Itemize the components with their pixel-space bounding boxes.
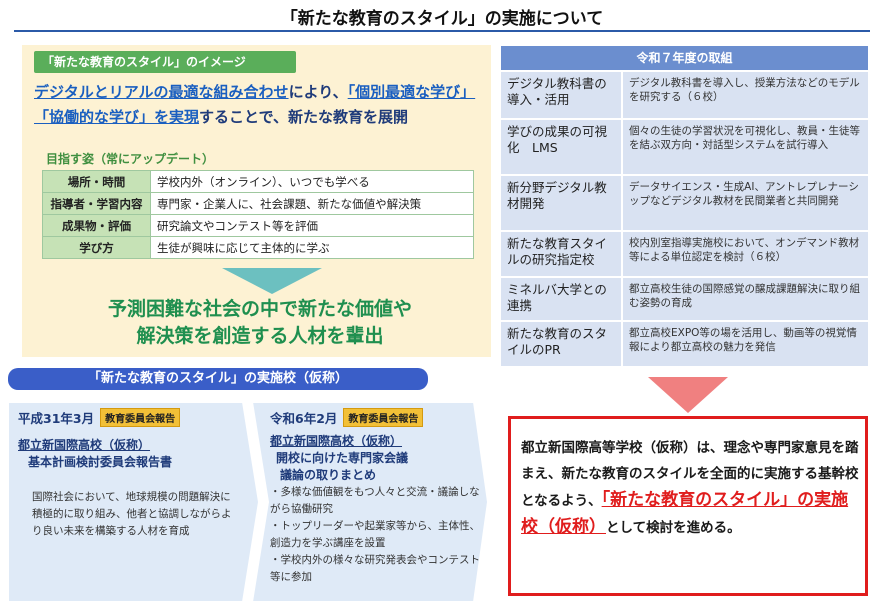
r7-row: デジタル教科書の導入・活用デジタル教科書を導入し、授業方法などのモデルを研究する… <box>501 72 868 120</box>
aim-value: 生徒が興味に応じて主体的に学ぶ <box>150 236 474 259</box>
lead-part-3: 「個別最適な学び」「協働的な学び」を実現 <box>34 83 476 126</box>
aim-head: 指導者・学習内容 <box>42 192 151 215</box>
aim-label: 目指す姿（常にアップデート） <box>46 152 215 166</box>
lead-part-4: することで、新たな教育を展開 <box>199 108 408 126</box>
r7-item: ミネルバ大学との連携 <box>501 278 623 320</box>
r7-item: 新分野デジタル教材開発 <box>501 176 623 230</box>
col1-date: 平成31年3月 <box>18 411 95 426</box>
image-tag: 「新たな教育のスタイル」のイメージ <box>34 51 296 73</box>
r7-item: 新たな教育スタイルの研究指定校 <box>501 232 623 276</box>
conclusion-part-1: 都立新国際高等学校（仮称）は、理念や専門家意見を踏まえ、新たな教育のスタイルを全… <box>521 440 859 509</box>
r7-desc: 都立高校生徒の国際感覚の醸成課題解決に取り組む姿勢の育成 <box>629 283 860 309</box>
r7-desc: データサイエンス・生成AI、アントレプレナーシップなどデジタル教材を民間業者と共… <box>629 181 859 207</box>
image-lead: デジタルとリアルの最適な組み合わせにより、「個別最適な学び」「協働的な学び」を実… <box>34 80 484 130</box>
col2-bullet: ・多様な価値観をもつ人々と交流・議論しながら協働研究 <box>270 486 480 515</box>
r7-item: デジタル教科書の導入・活用 <box>501 72 623 118</box>
aim-value: 研究論文やコンテスト等を評価 <box>150 214 474 237</box>
lead-part-1: デジタルとリアルの最適な組み合わせ <box>34 83 289 101</box>
r7-desc: デジタル教科書を導入し、授業方法などのモデルを研究する（６校） <box>629 77 860 103</box>
col1-title-1: 都立新国際高校（仮称） <box>18 438 151 452</box>
aim-row: 学び方生徒が興味に応じて主体的に学ぶ <box>42 236 474 259</box>
r7-desc: 個々の生徒の学習状況を可視化し、教員・生徒等を結ぶ双方向・対話型システムを試行導… <box>629 125 860 151</box>
result-line-1: 予測困難な社会の中で新たな価値や <box>107 298 412 320</box>
conclusion-text: 都立新国際高等学校（仮称）は、理念や専門家意見を踏まえ、新たな教育のスタイルを全… <box>521 435 859 541</box>
col1-badge: 教育委員会報告 <box>100 408 181 427</box>
col2-title-2: 開校に向けた専門家会議 <box>276 451 409 465</box>
col1: 平成31年3月 教育委員会報告 都立新国際高校（仮称） 基本計画検討委員会報告書… <box>18 408 248 540</box>
r7-row: 新たな教育スタイルの研究指定校校内別室指導実施校において、オンデマンド教材等によ… <box>501 232 868 278</box>
result-line-2: 解決策を創造する人材を輩出 <box>136 325 384 347</box>
page-title: 「新たな教育のスタイル」の実施について <box>280 9 604 29</box>
aim-head: 成果物・評価 <box>42 214 151 237</box>
aim-head: 場所・時間 <box>42 170 151 193</box>
col2-title-1: 都立新国際高校（仮称） <box>270 434 403 448</box>
r7-item: 新たな教育のスタイルのPR <box>501 322 623 366</box>
col1-title-2: 基本計画検討委員会報告書 <box>28 455 173 469</box>
down-arrow-icon <box>648 377 728 413</box>
col2-date: 令和6年2月 <box>270 411 338 426</box>
aim-value: 専門家・企業人に、社会課題、新たな価値や解決策 <box>150 192 474 215</box>
aim-table: 場所・時間学校内外（オンライン）、いつでも学べる 指導者・学習内容専門家・企業人… <box>42 170 474 259</box>
conclusion-highlight: 「新たな教育のスタイル」の実施校（仮称） <box>521 490 849 537</box>
aim-value: 学校内外（オンライン）、いつでも学べる <box>150 170 474 193</box>
r7-row: ミネルバ大学との連携都立高校生徒の国際感覚の醸成課題解決に取り組む姿勢の育成 <box>501 278 868 322</box>
aim-row: 場所・時間学校内外（オンライン）、いつでも学べる <box>42 170 474 193</box>
col1-body: 国際社会において、地球規模の問題解決に積極的に取り組み、他者と協調しながらより良… <box>32 491 232 537</box>
col2-badge: 教育委員会報告 <box>343 408 424 427</box>
col2-bullet: ・トップリーダーや起業家等から、主体性、創造力を学ぶ講座を設置 <box>270 520 480 549</box>
r7-desc: 校内別室指導実施校において、オンデマンド教材等による単位認定を検討（６校） <box>629 237 860 263</box>
col2: 令和6年2月 教育委員会報告 都立新国際高校（仮称） 開校に向けた専門家会議 議… <box>270 408 482 586</box>
aim-row: 指導者・学習内容専門家・企業人に、社会課題、新たな価値や解決策 <box>42 192 474 215</box>
result-text: 予測困難な社会の中で新たな価値や 解決策を創造する人材を輩出 <box>40 296 480 350</box>
r7-desc: 都立高校EXPO等の場を活用し、動画等の視覚情報により都立高校の魅力を発信 <box>629 327 857 353</box>
down-arrow-icon <box>222 268 322 294</box>
r7-table: デジタル教科書の導入・活用デジタル教科書を導入し、授業方法などのモデルを研究する… <box>501 72 868 368</box>
col2-bullet: ・学校内外の様々な研究発表会やコンテスト等に参加 <box>270 554 480 583</box>
r7-item: 学びの成果の可視化 LMS <box>501 120 623 174</box>
lead-part-2: により、 <box>288 83 348 101</box>
r7-row: 新分野デジタル教材開発データサイエンス・生成AI、アントレプレナーシップなどデジ… <box>501 176 868 232</box>
conclusion-box: 都立新国際高等学校（仮称）は、理念や専門家意見を踏まえ、新たな教育のスタイルを全… <box>508 416 868 596</box>
r7-header: 令和７年度の取組 <box>501 46 868 70</box>
timeline-chevrons <box>8 402 488 602</box>
col2-title-3: 議論の取りまとめ <box>280 468 377 482</box>
conclusion-part-2: として検討を進める。 <box>606 520 741 536</box>
aim-row: 成果物・評価研究論文やコンテスト等を評価 <box>42 214 474 237</box>
aim-head: 学び方 <box>42 236 151 259</box>
school-tag: 「新たな教育のスタイル」の実施校（仮称） <box>8 368 428 390</box>
title-divider <box>14 30 870 32</box>
